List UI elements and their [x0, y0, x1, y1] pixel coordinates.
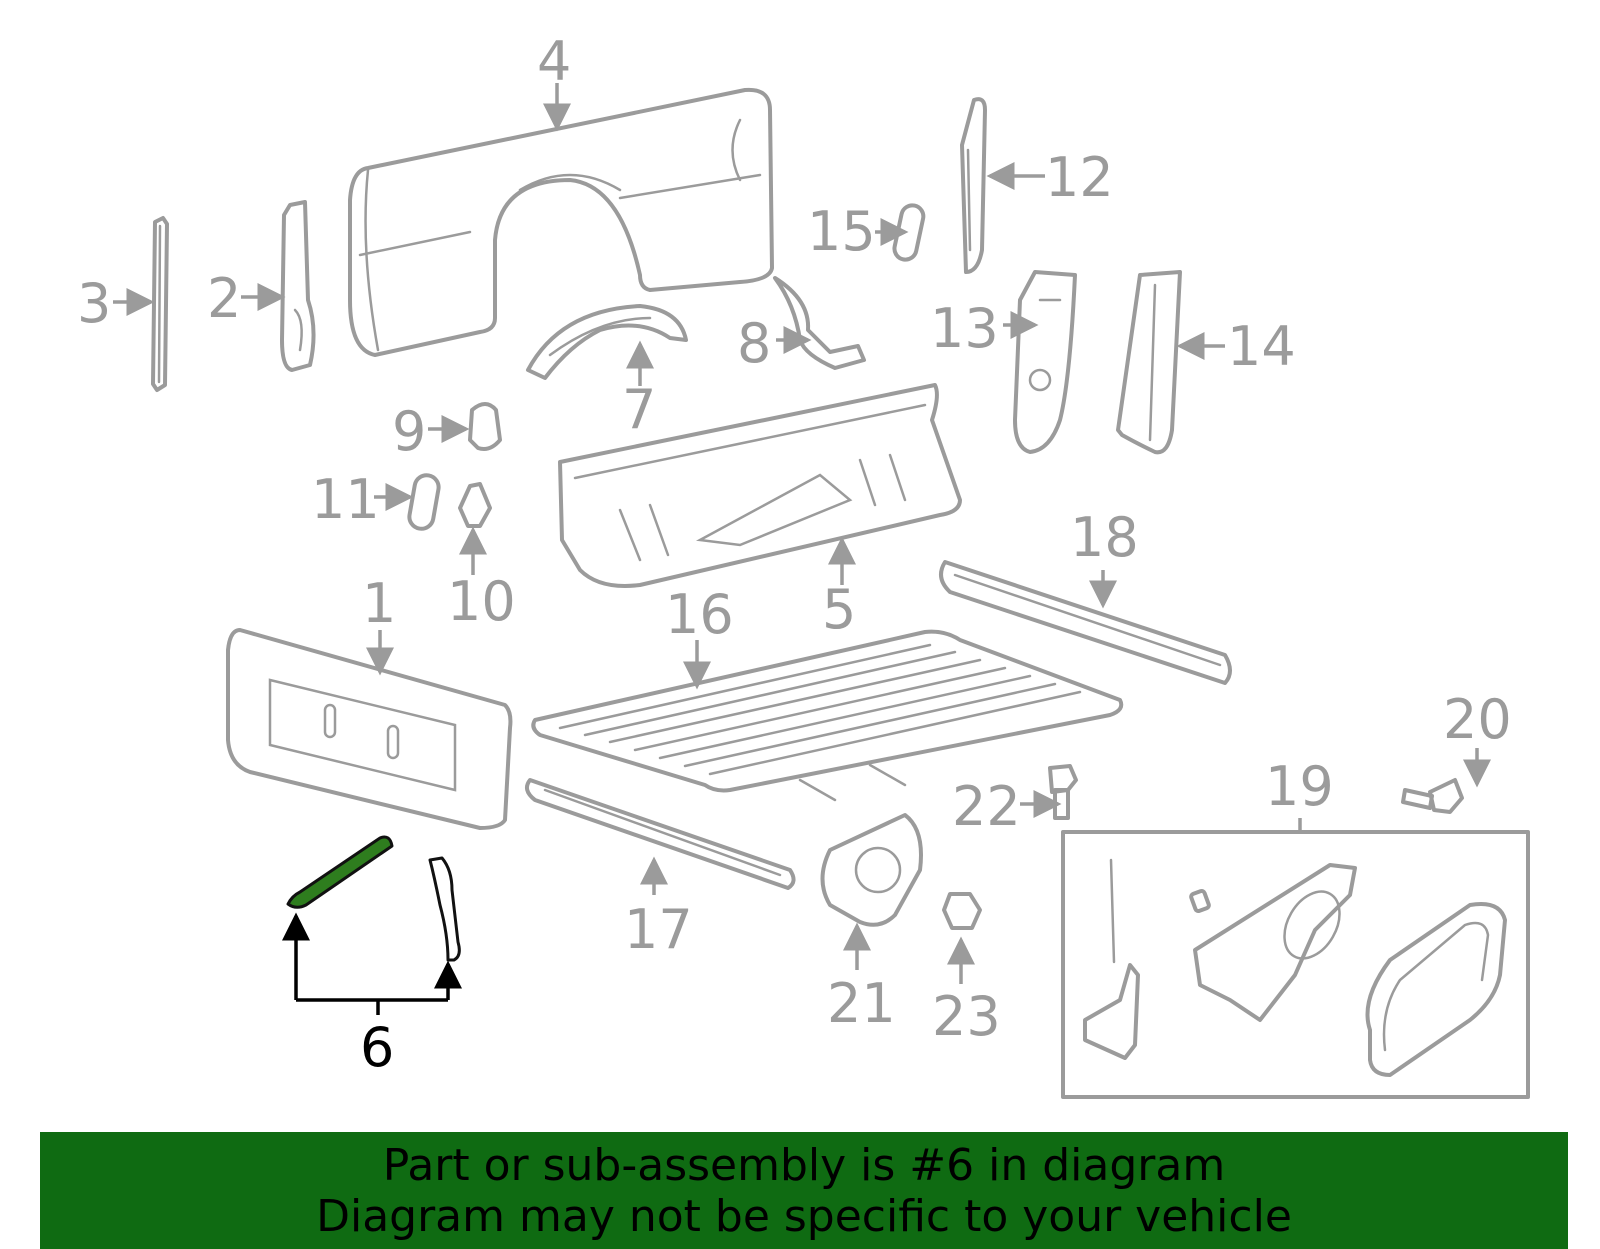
part-12-pillar	[960, 97, 987, 274]
callout-2: 2	[207, 267, 241, 330]
callout-12: 12	[1045, 146, 1114, 209]
part-22-bolt	[1048, 764, 1078, 820]
part-18-side-rail	[939, 560, 1232, 685]
part-8-bracket	[773, 276, 866, 370]
part-13-inner-pillar	[1013, 270, 1077, 454]
callout-17: 17	[624, 898, 693, 961]
callout-23: 23	[932, 985, 1001, 1048]
part-5-front-panel	[558, 383, 962, 588]
callout-19: 19	[1265, 755, 1334, 818]
part-4-bed-side-panel	[348, 87, 774, 357]
callout-6-highlighted: 6	[360, 1016, 394, 1079]
banner-line-2: Diagram may not be specific to your vehi…	[316, 1190, 1292, 1242]
callout-20: 20	[1443, 688, 1512, 751]
callout-4: 4	[537, 30, 571, 93]
callout-16: 16	[665, 583, 734, 646]
part-21-pocket	[820, 813, 923, 927]
part-20-bolt	[1401, 778, 1464, 814]
callout-9: 9	[392, 400, 426, 463]
part-2-corner-post	[280, 200, 316, 372]
parts-diagram: 4 3 2 12 15 8 7 13 14 9 11 10 5 18 1 16 …	[77, 30, 1530, 1099]
leader-lines	[113, 83, 1491, 1015]
part-10-nut	[458, 482, 492, 528]
part-11-plug	[407, 473, 441, 531]
callout-3: 3	[77, 272, 111, 335]
part-7-wheelhouse	[526, 304, 688, 380]
part-14-outer-pillar	[1116, 270, 1182, 455]
part-16-bed-floor	[531, 629, 1124, 802]
part-23-nut	[942, 892, 982, 930]
part-6-molding-highlighted	[286, 835, 461, 962]
callout-1: 1	[362, 572, 396, 635]
callout-11: 11	[311, 468, 380, 531]
callout-22: 22	[952, 775, 1021, 838]
part-9-clip	[468, 402, 502, 451]
info-banner: Part or sub-assembly is #6 in diagram Di…	[40, 1132, 1568, 1249]
part-17-side-rail	[524, 778, 796, 890]
callout-18: 18	[1070, 506, 1139, 569]
part-3-molding	[151, 216, 169, 392]
callout-14: 14	[1227, 315, 1296, 378]
callout-13: 13	[930, 297, 999, 360]
part-19-fuel-door-assembly	[1061, 830, 1530, 1099]
banner-line-1: Part or sub-assembly is #6 in diagram	[382, 1139, 1226, 1191]
callout-21: 21	[827, 972, 896, 1035]
callout-7: 7	[622, 378, 656, 441]
callout-5: 5	[822, 578, 856, 641]
callout-15: 15	[807, 200, 876, 263]
callout-8: 8	[737, 312, 771, 375]
part-1-tailgate	[226, 628, 513, 830]
callout-labels: 4 3 2 12 15 8 7 13 14 9 11 10 5 18 1 16 …	[77, 30, 1512, 1079]
callout-10: 10	[447, 570, 516, 633]
